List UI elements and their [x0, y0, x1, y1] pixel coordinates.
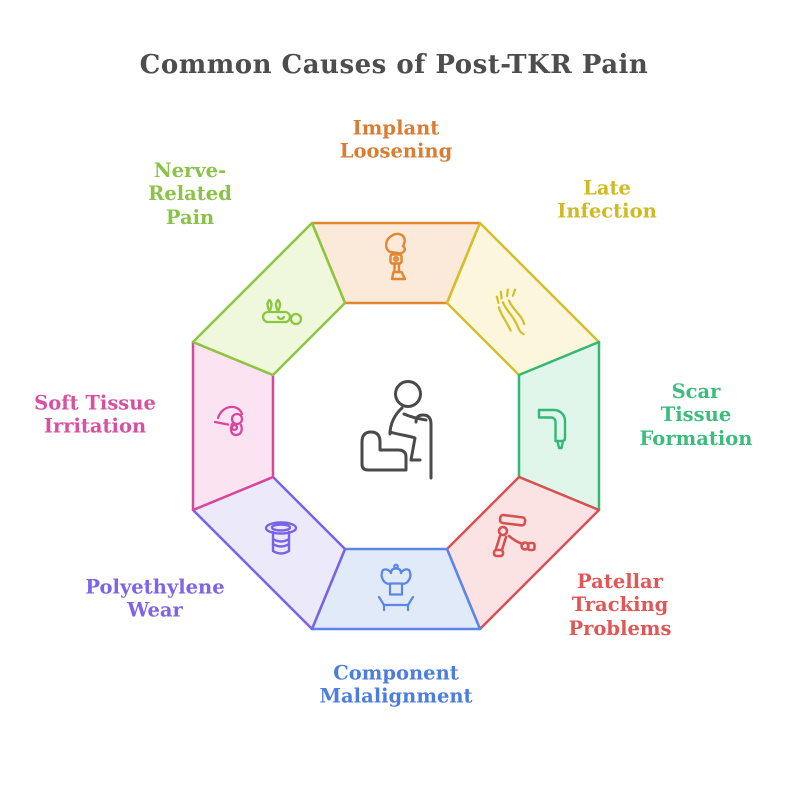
patient-sitting-with-cane-icon [360, 380, 433, 480]
page-title: Common Causes of Post-TKR Pain [139, 50, 649, 80]
prosthetic-leg-icon [385, 232, 407, 281]
label-late-infection: Late Infection [557, 176, 657, 223]
label-patellar-tracking: Patellar Tracking Problems [568, 569, 672, 640]
polyethylene-insert-icon [264, 521, 298, 555]
label-implant-loosening: Implant Loosening [339, 116, 453, 163]
label-component-malalignment: Component Malalignment [319, 661, 473, 708]
lying-person-icon [261, 298, 303, 326]
label-scar-tissue-formation: Scar Tissue Formation [639, 379, 753, 450]
label-nerve-related-pain: Nerve- Related Pain [148, 158, 232, 229]
knee-prosthesis-icon [377, 563, 415, 612]
infected-tissue-icon [495, 288, 526, 336]
bending-person-icon [213, 405, 244, 437]
label-soft-tissue-irritation: Soft Tissue Irritation [34, 391, 156, 438]
knee-skeleton-icon [492, 513, 536, 558]
label-polyethylene-wear: Polyethylene Wear [85, 575, 225, 622]
octagon-ring [191, 221, 601, 631]
knee-implant-icon [537, 408, 567, 450]
